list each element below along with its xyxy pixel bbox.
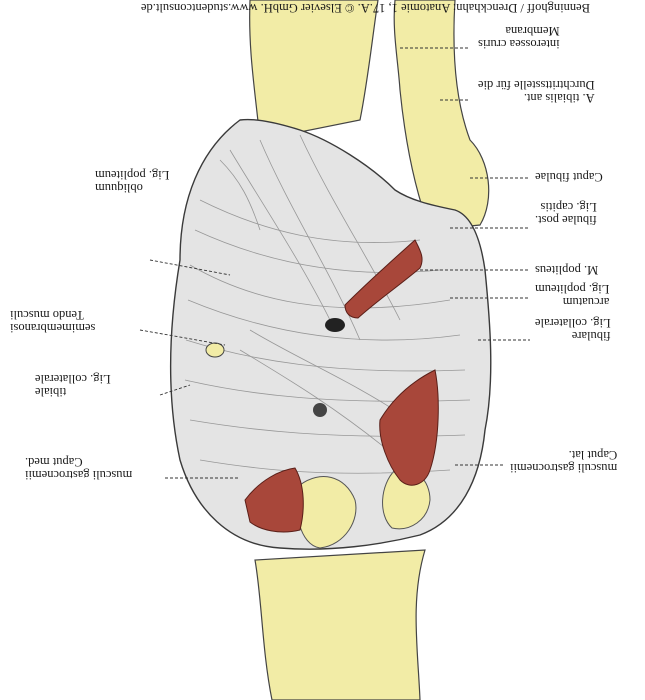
- fibula-shaft: [393, 0, 490, 231]
- label-caput-fibulae: Caput fibulae: [535, 170, 603, 184]
- credit-line: Benninghoff / Drenckhahn: Anatomie 1, 17…: [140, 1, 590, 15]
- label-lig-capitis-fibulae: fibulae post. Lig. capitis: [535, 200, 597, 227]
- label-tendo-semimembranosi: semimembranosi Tendo musculi: [10, 308, 96, 335]
- label-membrana-interossea: interossea cruris Membrana: [478, 24, 560, 51]
- m-popliteus: [344, 239, 423, 319]
- label-lig-popliteum-arcuatum: arcuatum Lig. popliteum: [535, 282, 610, 309]
- foramen-3: [205, 342, 225, 358]
- label-durchtrittsstelle: A. tibialis ant. Durchtrittsstelle für d…: [478, 78, 595, 105]
- caput-med-gastrocnemii: [244, 467, 304, 533]
- label-m-popliteus: M. popliteus: [535, 263, 599, 277]
- label-caput-lat-gastrocnemii: musculi gastrocnemii Caput lat.: [510, 448, 618, 475]
- label-lig-collaterale-tibiale: tibiale Lig. collaterale: [35, 372, 111, 399]
- caput-lat-gastrocnemii: [379, 369, 439, 486]
- label-lig-popliteum-obliquum: obliquum Lig. popliteum: [95, 168, 170, 195]
- femur-shaft: [254, 549, 426, 700]
- label-caput-med-gastrocnemii: musculi gastrocnemii Caput med.: [25, 455, 133, 482]
- foramen-1: [325, 318, 345, 332]
- label-lig-collaterale-fibulare: fibulare Lig. collaterale: [535, 316, 611, 343]
- leader-lines: [139, 47, 530, 479]
- foramen-2: [313, 403, 327, 417]
- tibia-shaft: [249, 0, 379, 141]
